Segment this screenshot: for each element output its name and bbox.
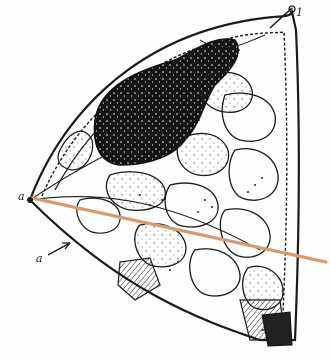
label-bottom-left: a xyxy=(36,252,43,265)
lobule-5 xyxy=(106,172,165,211)
lobule-3 xyxy=(177,133,228,175)
lobule-9 xyxy=(190,249,240,296)
lobule-6 xyxy=(165,183,218,227)
label-left: a xyxy=(18,190,25,203)
lobule-1 xyxy=(199,72,252,112)
label-top-right: 1 xyxy=(296,6,303,19)
lobule-4 xyxy=(229,149,278,201)
arrow-line xyxy=(48,243,70,255)
apex-point xyxy=(27,197,33,203)
